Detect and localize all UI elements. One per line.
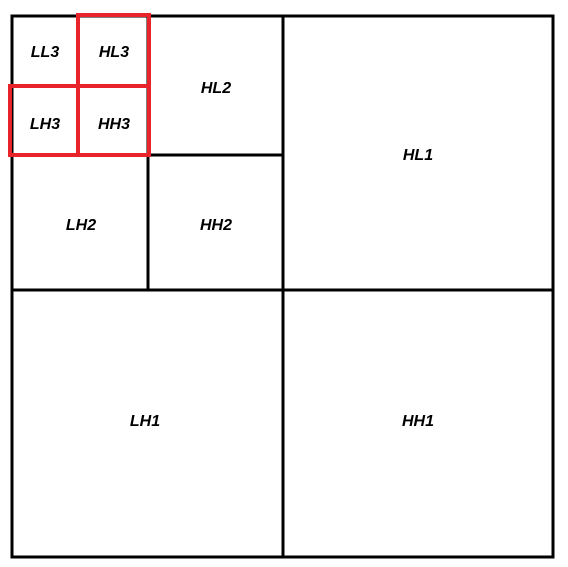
- highlight-lh3: [8, 84, 80, 157]
- label-hl2: HL2: [201, 80, 231, 97]
- label-lh2: LH2: [66, 217, 96, 234]
- label-hl3: HL3: [99, 44, 129, 61]
- label-lh3: LH3: [30, 116, 60, 133]
- label-hh1: HH1: [402, 413, 434, 430]
- label-lh1: LH1: [130, 413, 160, 430]
- label-hh3: HH3: [98, 116, 130, 133]
- label-hl1: HL1: [403, 147, 433, 164]
- label-hh2: HH2: [200, 217, 232, 234]
- label-ll3: LL3: [31, 44, 60, 61]
